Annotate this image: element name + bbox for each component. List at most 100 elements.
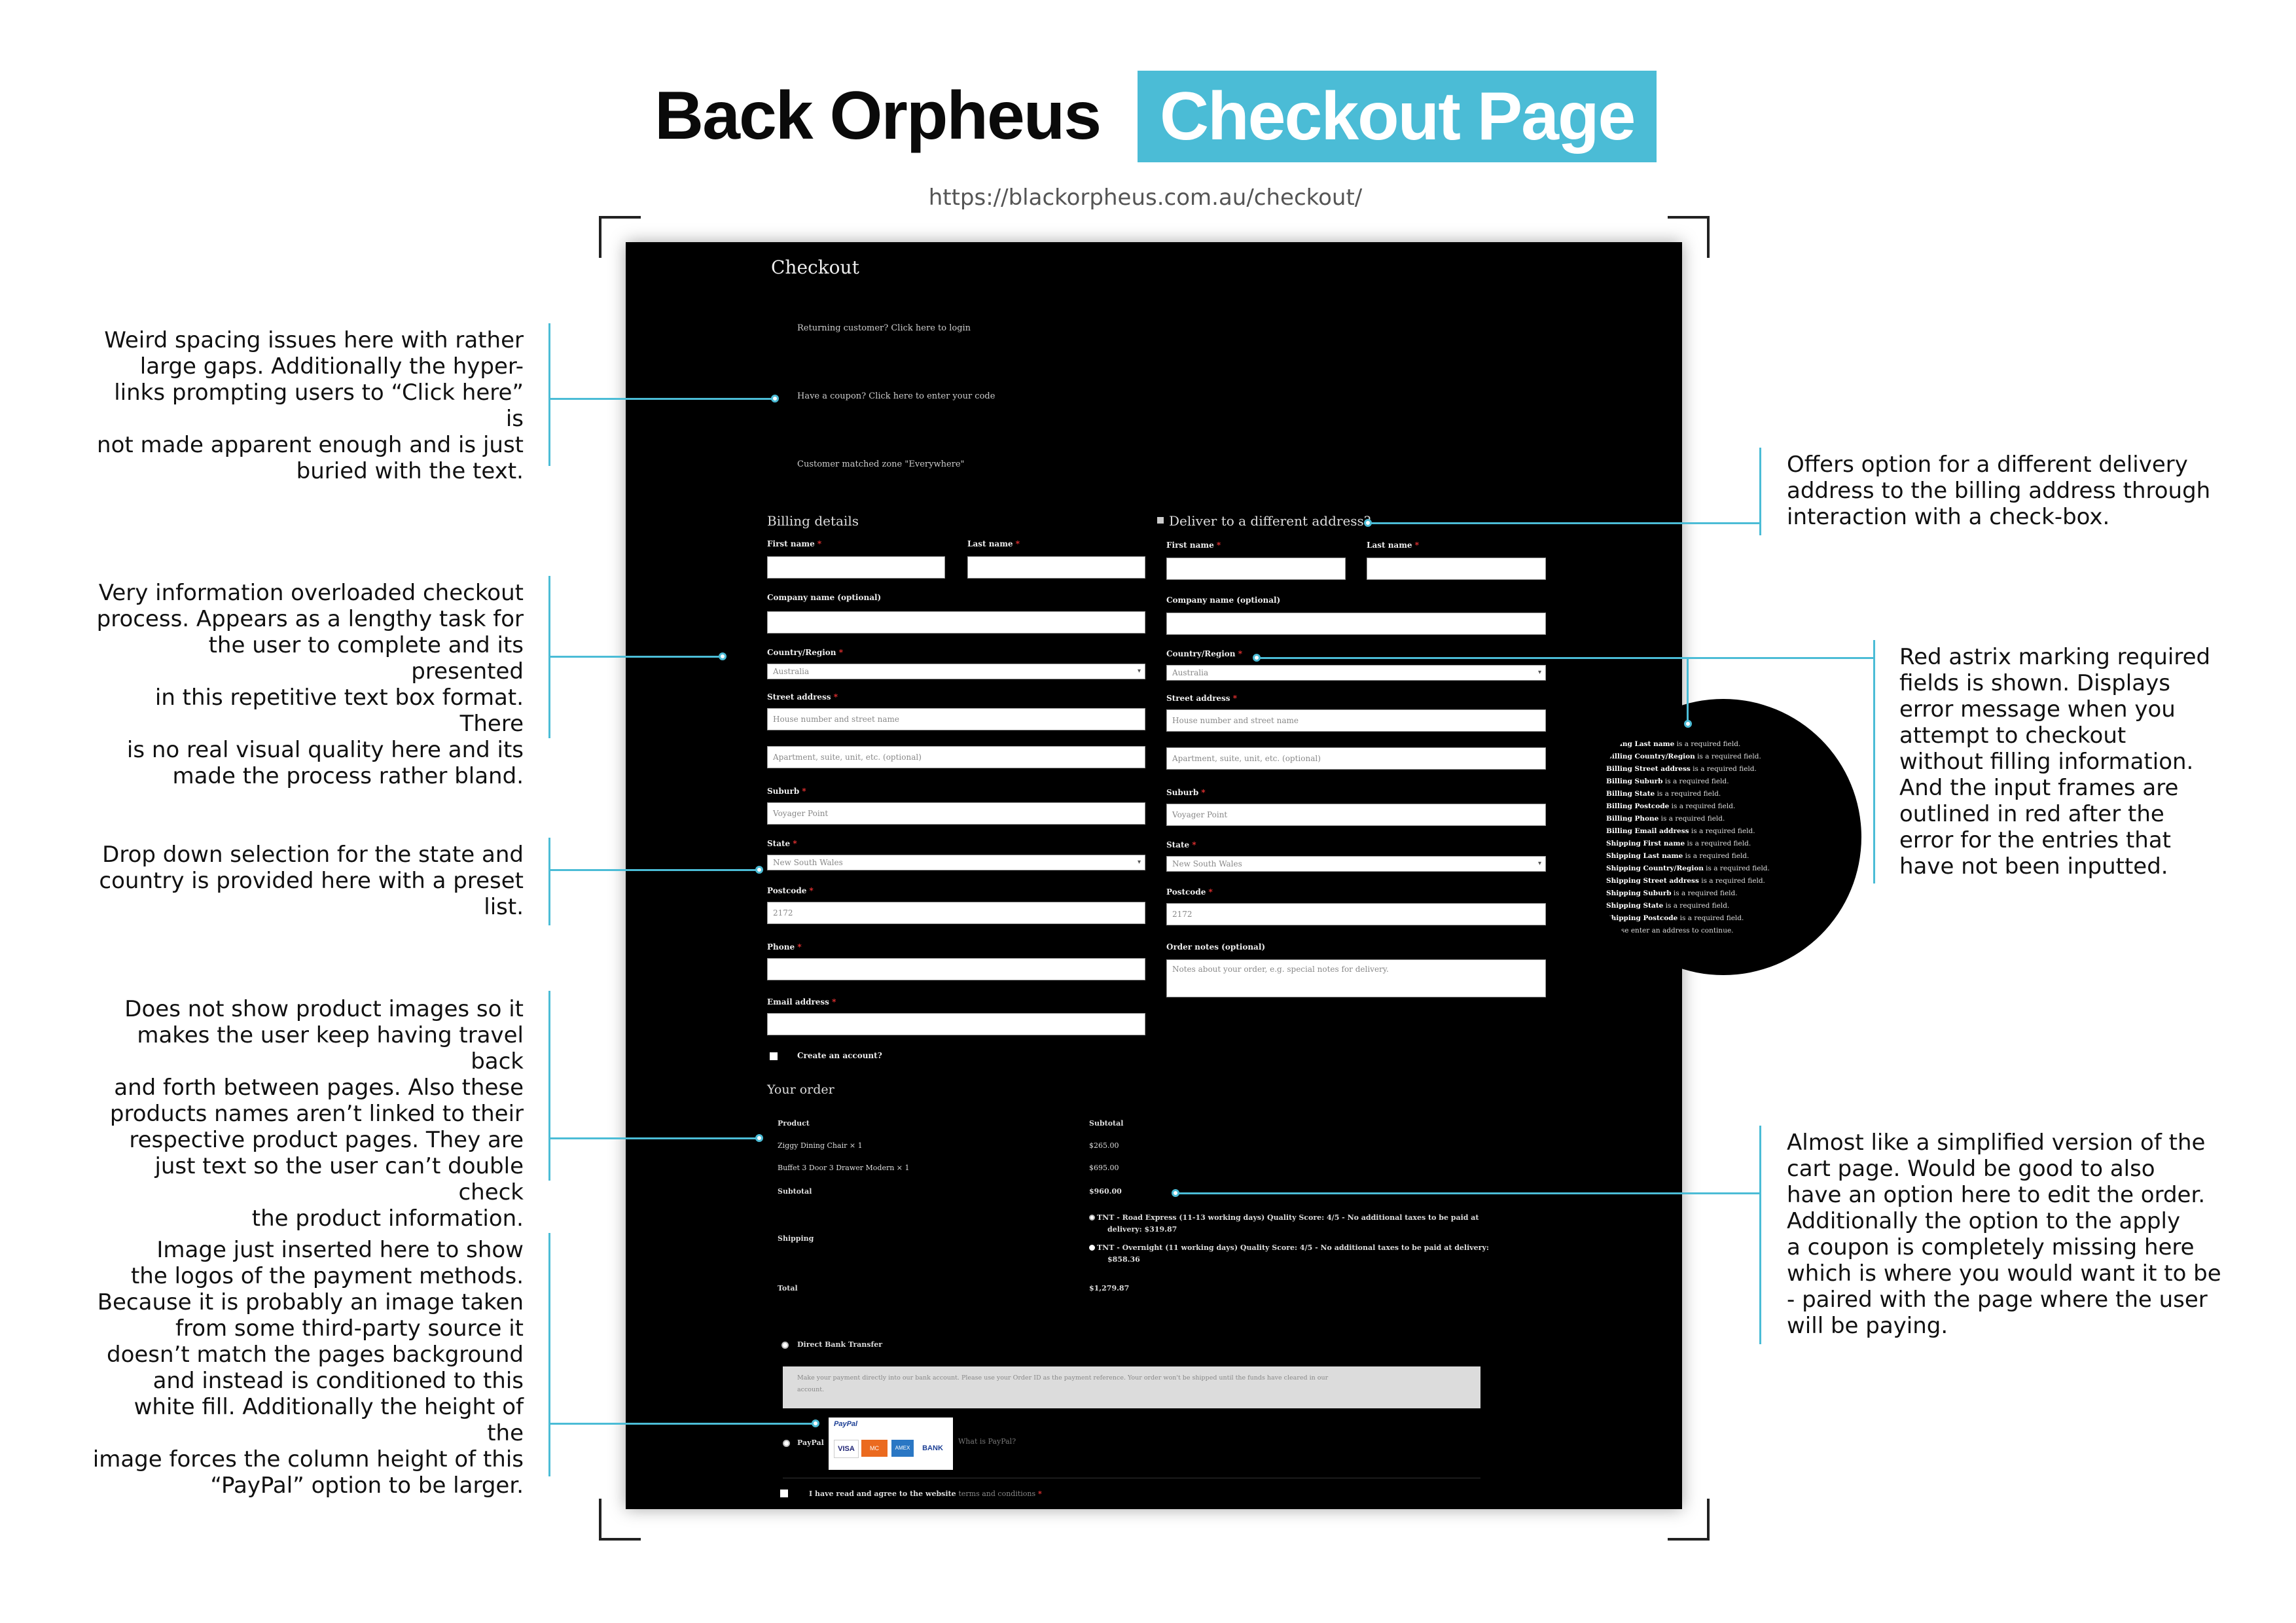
billing-first-name-input[interactable] [767, 556, 945, 579]
label-phone: Phone * [767, 942, 802, 952]
frame-corner [1668, 1499, 1710, 1541]
billing-suburb-input[interactable]: Voyager Point [767, 802, 1145, 825]
order-shipping-label: Shipping [778, 1234, 814, 1243]
page-url: https://blackorpheus.com.au/checkout/ [928, 185, 1363, 211]
billing-title: Billing details [767, 513, 859, 529]
billing-state-select[interactable]: New South Wales▾ [767, 855, 1145, 870]
create-account-label: Create an account? [797, 1051, 882, 1060]
error-message-zoom: × Billing Last name is a required field.… [1585, 699, 1861, 975]
what-is-paypal-link[interactable]: What is PayPal? [958, 1437, 1016, 1446]
label-last-name: Last name * [967, 539, 1020, 548]
billing-email-input[interactable] [767, 1013, 1145, 1035]
label-ship-state: State * [1166, 840, 1196, 849]
error-item: Shipping Suburb is a required field. [1606, 889, 1738, 897]
billing-company-input[interactable] [767, 611, 1145, 633]
coupon-link[interactable]: Have a coupon? Click here to enter your … [797, 391, 996, 401]
label-ship-first-name: First name * [1166, 541, 1221, 550]
deliver-different-label[interactable]: Deliver to a different address? [1169, 513, 1371, 529]
error-item: Billing Country/Region is a required fie… [1606, 753, 1761, 760]
shipping-state-select[interactable]: New South Wales▾ [1166, 856, 1546, 872]
label-order-notes: Order notes (optional) [1166, 942, 1266, 952]
paypal-label: PayPal [797, 1438, 824, 1447]
shipping-country-select[interactable]: Australia▾ [1166, 665, 1546, 681]
billing-apartment-input[interactable]: Apartment, suite, unit, etc. (optional) [767, 746, 1145, 768]
billing-last-name-input[interactable] [967, 556, 1145, 579]
label-first-name: First name * [767, 539, 822, 548]
annotation-bar [548, 323, 550, 466]
annotation-dot [771, 395, 779, 402]
annotation-bar [548, 576, 550, 738]
shipping-street-input[interactable]: House number and street name [1166, 709, 1546, 732]
shipping-company-input[interactable] [1166, 613, 1546, 635]
label-ship-street: Street address * [1166, 694, 1238, 703]
order-item-name: Buffet 3 Door 3 Drawer Modern × 1 [778, 1164, 910, 1172]
billing-postcode-input[interactable]: 2172 [767, 902, 1145, 924]
billing-country-select[interactable]: Australia▾ [767, 664, 1145, 679]
label-company: Company name (optional) [767, 593, 882, 602]
annotation-bar [1873, 640, 1875, 883]
shipping-option-radio[interactable] [1089, 1215, 1095, 1221]
error-icon: × [1594, 738, 1600, 748]
annotation-bar [1759, 448, 1761, 535]
bank-transfer-radio[interactable] [781, 1342, 789, 1349]
billing-street-input[interactable]: House number and street name [767, 708, 1145, 730]
frame-corner [1668, 216, 1710, 258]
annotation-connector [550, 656, 721, 658]
order-subtotal-value: $960.00 [1089, 1187, 1122, 1196]
annotation-bar [548, 991, 550, 1181]
frame-corner [599, 1499, 641, 1541]
checkout-heading: Checkout [771, 257, 859, 278]
label-ship-postcode: Postcode * [1166, 887, 1213, 897]
shipping-last-name-input[interactable] [1367, 558, 1546, 580]
shipping-option-text: TNT - Overnight (11 working days) Qualit… [1097, 1243, 1489, 1252]
error-item: Billing Postcode is a required field. [1606, 802, 1736, 810]
terms-link[interactable]: terms and conditions [958, 1489, 1036, 1498]
annotation-connector [1178, 1192, 1759, 1194]
visa-icon: VISA [834, 1440, 859, 1458]
annotation-connector [550, 1137, 758, 1139]
paypal-radio[interactable] [783, 1440, 790, 1447]
annotation-connector [550, 398, 772, 400]
annotation-connector [1371, 522, 1759, 524]
mastercard-icon: MC [861, 1440, 888, 1457]
label-suburb: Suburb * [767, 787, 806, 796]
annotation-bar [1759, 1126, 1761, 1344]
bank-transfer-description: Make your payment directly into our bank… [783, 1366, 1480, 1408]
error-item: Shipping Country/Region is a required fi… [1606, 865, 1770, 872]
shipping-option-radio[interactable] [1089, 1245, 1095, 1251]
create-account-checkbox[interactable] [770, 1052, 778, 1060]
order-col-product: Product [778, 1119, 810, 1128]
shipping-apartment-input[interactable]: Apartment, suite, unit, etc. (optional) [1166, 747, 1546, 770]
annotation-dot [755, 1134, 763, 1142]
billing-phone-input[interactable] [767, 958, 1145, 980]
annotation-connector [1687, 657, 1689, 722]
label-ship-country: Country/Region * [1166, 649, 1242, 658]
page-title-badge: Checkout Page [1138, 71, 1657, 162]
label-postcode: Postcode * [767, 886, 814, 895]
error-item: Shipping Last name is a required field. [1606, 852, 1749, 860]
order-col-subtotal: Subtotal [1089, 1119, 1124, 1128]
terms-checkbox[interactable] [780, 1489, 788, 1497]
shipping-suburb-input[interactable]: Voyager Point [1166, 804, 1546, 826]
annotation-dot [1364, 519, 1372, 527]
error-item: Billing State is a required field. [1606, 790, 1721, 798]
deliver-different-checkbox[interactable] [1157, 517, 1164, 524]
shipping-first-name-input[interactable] [1166, 558, 1346, 580]
shipping-postcode-input[interactable]: 2172 [1166, 903, 1546, 925]
order-total-value: $1,279.87 [1089, 1284, 1130, 1293]
zone-notice: Customer matched zone "Everywhere" [797, 459, 965, 469]
order-notes-textarea[interactable]: Notes about your order, e.g. special not… [1166, 959, 1546, 997]
returning-customer-link[interactable]: Returning customer? Click here to login [797, 323, 971, 333]
page-title: Back Orpheus [655, 78, 1102, 154]
order-item-price: $265.00 [1089, 1141, 1119, 1150]
checkout-screenshot: Checkout Returning customer? Click here … [626, 242, 1682, 1509]
frame-corner [599, 216, 641, 258]
